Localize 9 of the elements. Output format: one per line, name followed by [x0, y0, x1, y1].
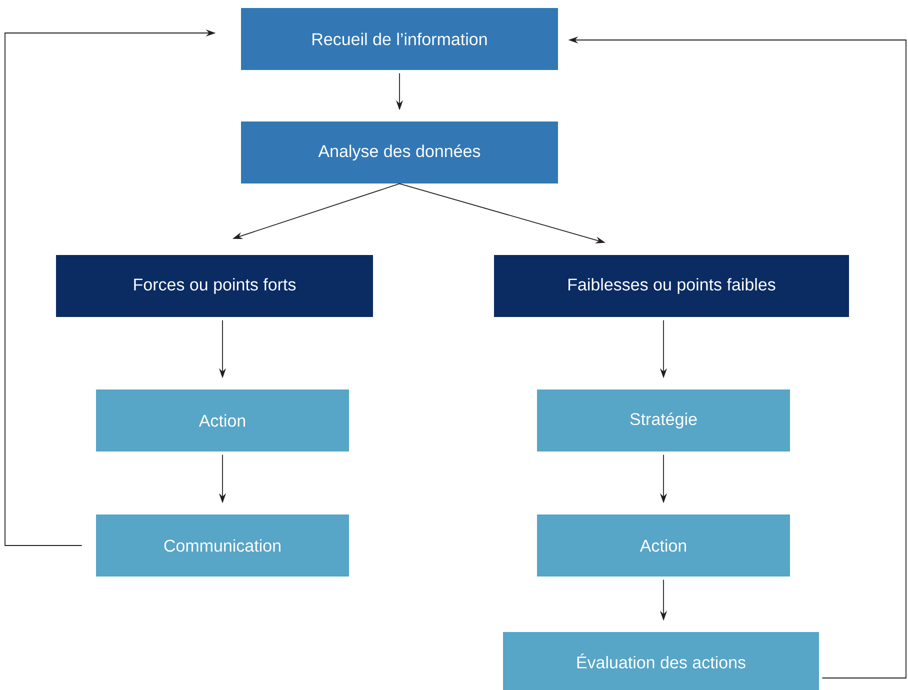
- process-box: Analyse des données: [241, 122, 558, 184]
- process-box: Recueil de l’information: [241, 8, 558, 70]
- process-box: Communication: [96, 514, 349, 576]
- process-box: Faiblesses ou points faibles: [494, 255, 849, 317]
- process-box: Stratégie: [537, 390, 790, 452]
- process-box: Forces ou points forts: [56, 255, 373, 317]
- process-box: Action: [96, 390, 349, 452]
- process-box: Action: [537, 514, 790, 576]
- process-box: Évaluation des actions: [503, 632, 819, 690]
